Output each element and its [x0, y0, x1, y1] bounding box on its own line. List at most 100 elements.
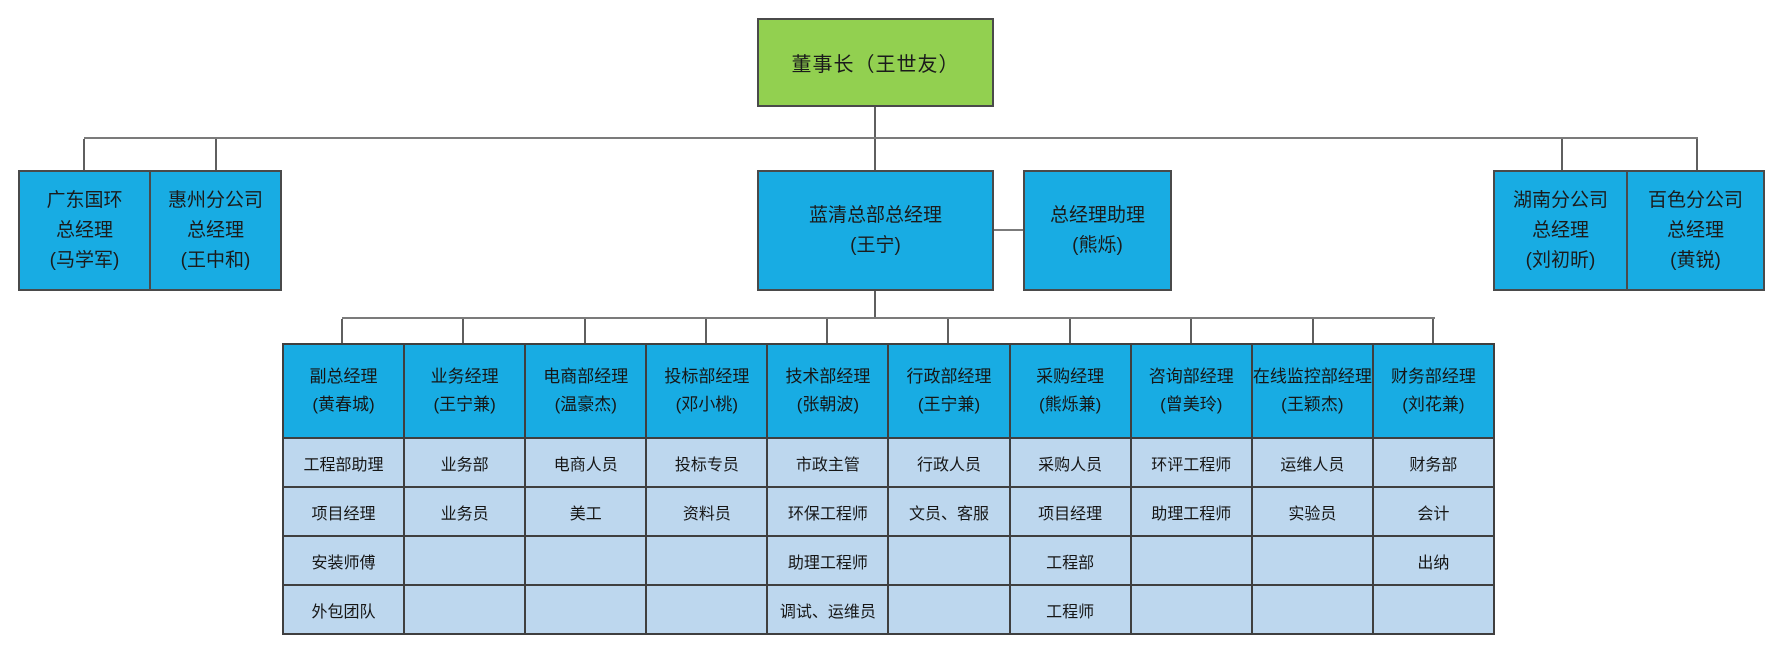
dept-manager-name: (温豪杰): [554, 395, 617, 414]
org-table-cell: 文员、客服: [889, 488, 1011, 537]
dept-manager-name: (邓小桃): [675, 395, 738, 414]
dept-header-admin: 行政部经理 (王宁兼): [889, 345, 1011, 439]
node-line: (马学军): [49, 249, 120, 271]
org-table-cell: [889, 537, 1011, 586]
dept-title: 投标部经理: [664, 367, 750, 386]
node-line: 惠州分公司: [167, 189, 263, 211]
node-line: 总经理: [1531, 219, 1589, 241]
connector-stub-dept-3: [584, 319, 586, 343]
department-table: 副总经理 (黄春城) 业务经理 (王宁兼) 电商部经理 (温豪杰) 投标部经理 …: [282, 343, 1495, 635]
org-table-cell: 项目经理: [284, 488, 406, 537]
node-line: 总经理: [1666, 219, 1724, 241]
connector-stub-dept-2: [462, 319, 464, 343]
node-gm-assistant: 总经理助理 (熊烁): [1023, 170, 1172, 291]
node-line: (黄锐): [1670, 249, 1721, 271]
org-table-cell: 工程部助理: [284, 439, 406, 488]
connector-stub-dept-8: [1190, 319, 1192, 343]
dept-title: 在线监控部经理: [1252, 367, 1372, 386]
org-table-cell: [1252, 586, 1374, 635]
org-table-cell: [1131, 537, 1253, 586]
connector-stub-hunan: [1561, 139, 1563, 170]
org-table-cell: [1373, 586, 1495, 635]
org-table-cell: 资料员: [647, 488, 769, 537]
node-line: (王中和): [180, 249, 251, 271]
dept-manager-name: (王颖杰): [1281, 395, 1344, 414]
connector-dept-rail: [342, 317, 1435, 319]
connector-stub-dept-5: [826, 319, 828, 343]
org-table-cell: 安装师傅: [284, 537, 406, 586]
dept-manager-name: (熊烁兼): [1038, 395, 1102, 414]
org-table-cell: 环保工程师: [768, 488, 890, 537]
dept-title: 行政部经理: [906, 367, 992, 386]
dept-title: 咨询部经理: [1148, 367, 1234, 386]
connector-stub-dept-4: [705, 319, 707, 343]
org-table-cell: 美工: [526, 488, 648, 537]
connector-stub-lanqing: [874, 139, 876, 170]
connector-stub-dept-1: [341, 319, 343, 343]
dept-title: 技术部经理: [785, 367, 871, 386]
org-table-cell: 市政主管: [768, 439, 890, 488]
node-chairman-label: 董事长（王世友）: [791, 54, 960, 76]
connector-stub-guangdong: [83, 139, 85, 170]
dept-header-procurement: 采购经理 (熊烁兼): [1010, 345, 1132, 439]
org-table-cell: 项目经理: [1010, 488, 1132, 537]
connector-stub-huizhou: [215, 139, 217, 170]
connector-chairman-drop: [874, 107, 876, 139]
dept-manager-name: (王宁兼): [433, 395, 496, 414]
connector-stub-dept-10: [1432, 319, 1434, 343]
dept-header-finance: 财务部经理 (刘花兼): [1373, 345, 1495, 439]
dept-manager-name: (张朝波): [796, 395, 860, 414]
org-table-cell: 行政人员: [889, 439, 1011, 488]
dept-header-bidding: 投标部经理 (邓小桃): [647, 345, 769, 439]
dept-manager-name: (刘花兼): [1402, 395, 1465, 414]
node-line: 总经理助理: [1049, 204, 1145, 226]
dept-title: 业务经理: [430, 367, 499, 386]
connector-stub-dept-9: [1312, 319, 1314, 343]
org-table-cell: [647, 586, 769, 635]
dept-manager-name: (黄春城): [312, 395, 375, 414]
org-table-cell: [405, 537, 527, 586]
org-table-cell: 出纳: [1373, 537, 1495, 586]
org-table-cell: [1252, 537, 1374, 586]
dept-title: 副总经理: [309, 367, 378, 386]
connector-stub-baise: [1696, 139, 1698, 170]
org-table-cell: 业务部: [405, 439, 527, 488]
dept-header-consulting: 咨询部经理 (曾美玲): [1131, 345, 1253, 439]
dept-manager-name: (王宁兼): [917, 395, 981, 414]
org-table-cell: [1131, 586, 1253, 635]
org-table-cell: 助理工程师: [1131, 488, 1253, 537]
dept-header-vice-gm: 副总经理 (黄春城): [284, 345, 406, 439]
org-table-cell: 财务部: [1373, 439, 1495, 488]
node-line: 湖南分公司: [1512, 189, 1608, 211]
dept-title: 财务部经理: [1390, 367, 1476, 386]
org-table-cell: 业务员: [405, 488, 527, 537]
org-table-cell: 调试、运维员: [768, 586, 890, 635]
node-hunan-branch: 湖南分公司 总经理 (刘初昕): [1493, 170, 1628, 291]
org-table-cell: 助理工程师: [768, 537, 890, 586]
node-line: 总经理: [186, 219, 244, 241]
connector-level2-rail: [84, 137, 1698, 139]
node-line: 广东国环: [46, 189, 123, 211]
org-table-cell: 实验员: [1252, 488, 1374, 537]
dept-header-ecommerce: 电商部经理 (温豪杰): [526, 345, 648, 439]
node-huizhou-branch: 惠州分公司 总经理 (王中和): [149, 170, 282, 291]
org-table-cell: 电商人员: [526, 439, 648, 488]
org-table-cell: [647, 537, 769, 586]
org-table-cell: 采购人员: [1010, 439, 1132, 488]
node-line: 总经理: [55, 219, 113, 241]
org-table-cell: 环评工程师: [1131, 439, 1253, 488]
org-table-cell: 外包团队: [284, 586, 406, 635]
org-table-cell: 运维人员: [1252, 439, 1374, 488]
node-line: (熊烁): [1072, 234, 1123, 256]
connector-assistant-link: [994, 229, 1023, 231]
node-baise-branch: 百色分公司 总经理 (黄锐): [1626, 170, 1765, 291]
org-table-cell: 投标专员: [647, 439, 769, 488]
org-table-cell: [526, 537, 648, 586]
connector-stub-dept-7: [1069, 319, 1071, 343]
org-table-cell: [889, 586, 1011, 635]
node-line: (王宁): [850, 234, 901, 256]
org-table-cell: 工程师: [1010, 586, 1132, 635]
node-line: (刘初昕): [1525, 249, 1596, 271]
node-line: 百色分公司: [1647, 189, 1743, 211]
